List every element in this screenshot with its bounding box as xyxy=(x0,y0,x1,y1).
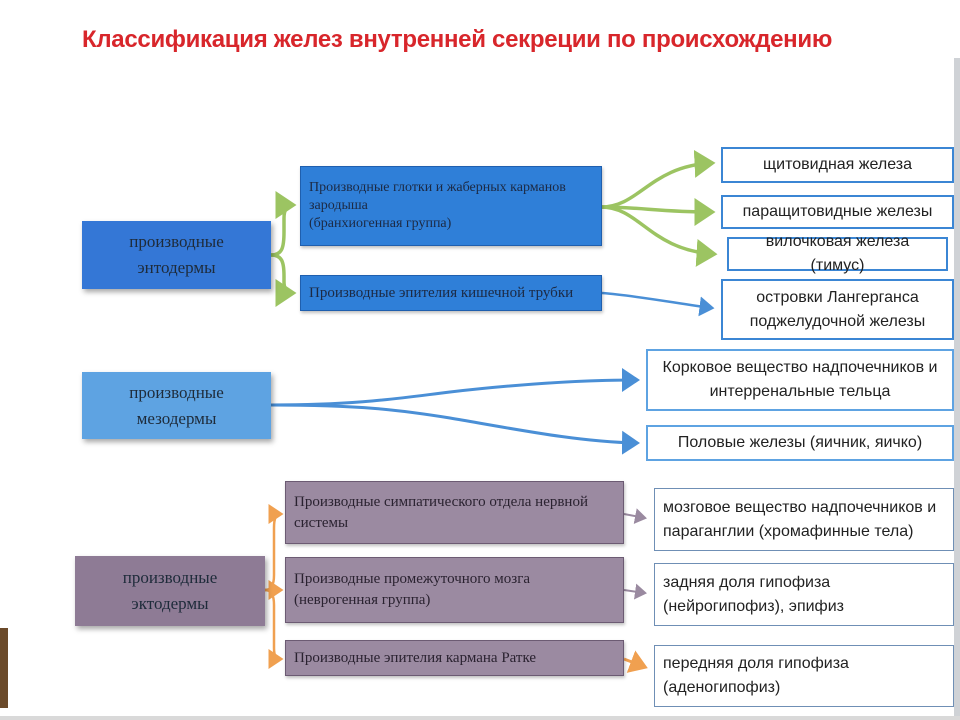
slide-edge-bar xyxy=(954,58,960,720)
endoderm-root: производные энтодермы xyxy=(82,221,271,289)
ectoderm-root-label: производные эктодермы xyxy=(122,568,218,613)
endoderm-root-label: производные энтодермы xyxy=(129,232,224,277)
sympathetic-arrow xyxy=(623,508,647,524)
parathyroid-label: паращитовидные железы xyxy=(742,203,933,220)
mesoderm-root-label: производные мезодермы xyxy=(129,382,224,428)
branchio-group-box: Производные глотки и жаберных карманов з… xyxy=(300,166,602,246)
adrenal-cortex-label: Корковое вещество надпочечников и интерр… xyxy=(662,359,938,400)
islets-box: островки Лангерганса поджелудочной желез… xyxy=(721,279,954,340)
parathyroid-box: паращитовидные железы xyxy=(721,195,954,229)
sympathetic-group-box: Производные симпатического отдела нервно… xyxy=(285,481,624,544)
adrenal-medulla-label: мозговое вещество надпочечников и парага… xyxy=(663,498,937,540)
thymus-box: вилочковая железа (тимус) xyxy=(727,233,948,274)
anterior-pituitary-box: передняя доля гипофиза (аденогипофиз) xyxy=(654,645,954,707)
posterior-pituitary-box: задняя доля гипофиза (нейрогипофиз), эпи… xyxy=(654,563,954,626)
sympathetic-group-label: Производные симпатического отдела нервно… xyxy=(294,493,588,531)
slide-left-mark xyxy=(0,628,8,708)
endoderm-brace xyxy=(270,191,297,307)
ectoderm-root: производные эктодермы xyxy=(75,556,265,626)
adrenal-cortex-box: Корковое вещество надпочечников и интерр… xyxy=(646,349,954,411)
anterior-pituitary-label: передняя доля гипофиза (аденогипофиз) xyxy=(663,655,849,696)
page-title: Классификация желез внутренней секреции … xyxy=(82,26,833,53)
adrenal-medulla-box: мозговое вещество надпочечников и парага… xyxy=(654,488,954,551)
thymus-label: вилочковая железа (тимус) xyxy=(765,233,910,274)
gonads-label: Половые железы (яичник, яичко) xyxy=(677,434,923,451)
rathke-group-label: Производные эпителия кармана Ратке xyxy=(294,649,537,666)
branchio-arrows xyxy=(600,149,718,267)
slide-bottom-bar xyxy=(0,716,960,720)
intestinal-group-box: Производные эпителия кишечной трубки xyxy=(300,275,602,311)
diencephalon-group-label: Производные промежуточного мозга (неврог… xyxy=(294,571,531,608)
thyroid-box: щитовидная железа xyxy=(721,147,954,183)
diencephalon-group-box: Производные промежуточного мозга (неврог… xyxy=(285,557,624,623)
mesoderm-root: производные мезодермы xyxy=(82,372,271,439)
rathke-group-box: Производные эпителия кармана Ратке xyxy=(285,640,624,676)
thyroid-label: щитовидная железа xyxy=(763,156,912,173)
rathke-arrow xyxy=(623,650,648,673)
gonads-box: Половые железы (яичник, яичко) xyxy=(646,425,954,461)
intestinal-group-label: Производные эпителия кишечной трубки xyxy=(309,285,574,301)
mesoderm-arrows xyxy=(270,368,640,455)
branchio-group-label: Производные глотки и жаберных карманов з… xyxy=(309,180,566,231)
ectoderm-brace xyxy=(264,504,284,669)
diencephalon-arrow xyxy=(623,583,647,600)
islets-label: островки Лангерганса поджелудочной желез… xyxy=(749,288,926,330)
intestinal-arrow xyxy=(601,291,715,317)
posterior-pituitary-label: задняя доля гипофиза (нейрогипофиз), эпи… xyxy=(663,573,844,615)
